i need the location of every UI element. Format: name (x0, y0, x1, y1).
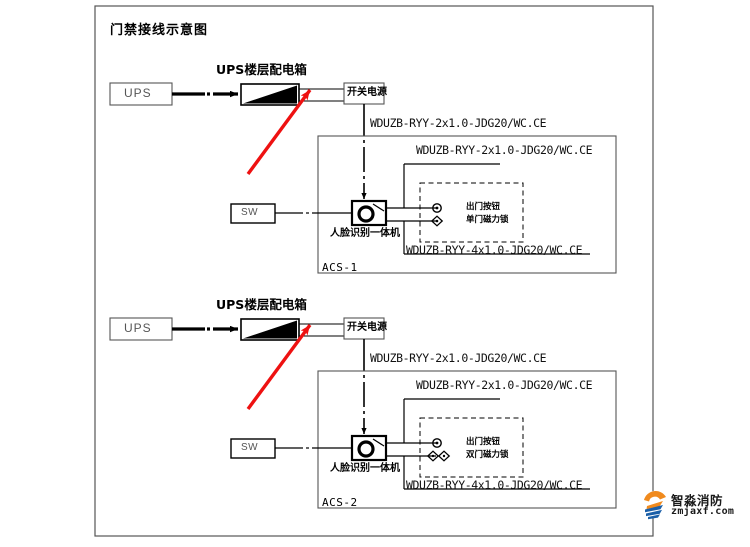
cable-label-bottom-1: WDUZB-RYY-4x1.0-JDG20/WC.CE (406, 243, 583, 257)
face-device-label-2: 人脸识别一体机 (330, 463, 400, 474)
mag-lock-symbol-2a (426, 450, 440, 462)
watermark-logo-icon (642, 491, 668, 520)
exit-button-symbol-1 (432, 203, 442, 213)
cable-label-power-2: WDUZB-RYY-2x1.0-JDG20/WC.CE (370, 351, 547, 365)
power-supply-label-2: 开关电源 (347, 322, 387, 333)
detail-item-label-2-0: 出门按钮 (466, 437, 501, 447)
power-supply-label-1: 开关电源 (347, 87, 387, 98)
detail-item-label-1-0: 出门按钮 (466, 202, 501, 212)
detail-dashed-box-1 (419, 182, 524, 243)
ups-floor-dist-label-2: UPS楼层配电箱 (216, 297, 307, 312)
watermark-name: 智淼消防 (671, 493, 724, 508)
sw-box-label-2: SW (241, 442, 259, 453)
cable-label-bottom-2: WDUZB-RYY-4x1.0-JDG20/WC.CE (406, 478, 583, 492)
red-annotation-arrow-1 (246, 88, 312, 176)
detail-item-label-1-1: 单门磁力锁 (466, 215, 509, 225)
mag-lock-symbol-2b (437, 450, 451, 462)
acs-enclosure-2 (317, 370, 617, 509)
drawing-frame-rect (94, 5, 654, 537)
watermark-url: zmjaxf.com (671, 506, 735, 517)
mag-lock-symbol-1 (430, 215, 444, 227)
red-annotation-arrow-2 (246, 323, 312, 411)
detail-item-label-2-1: 双门磁力锁 (466, 450, 509, 460)
ups-box-label-1: UPS (124, 86, 152, 100)
page-title: 门禁接线示意图 (110, 23, 209, 38)
ups-box-label-2: UPS (124, 321, 152, 335)
cable-label-power-1: WDUZB-RYY-2x1.0-JDG20/WC.CE (370, 116, 547, 130)
sw-box-label-1: SW (241, 207, 259, 218)
detail-dashed-box-2 (419, 417, 524, 478)
acs-id-label-2: ACS-2 (322, 496, 358, 509)
cable-label-top-2: WDUZB-RYY-2x1.0-JDG20/WC.CE (416, 378, 593, 392)
cable-label-top-1: WDUZB-RYY-2x1.0-JDG20/WC.CE (416, 143, 593, 157)
acs-enclosure-1 (317, 135, 617, 274)
ups-floor-dist-label-1: UPS楼层配电箱 (216, 62, 307, 77)
face-device-label-1: 人脸识别一体机 (330, 228, 400, 239)
acs-id-label-1: ACS-1 (322, 261, 358, 274)
exit-button-symbol-2 (432, 438, 442, 448)
